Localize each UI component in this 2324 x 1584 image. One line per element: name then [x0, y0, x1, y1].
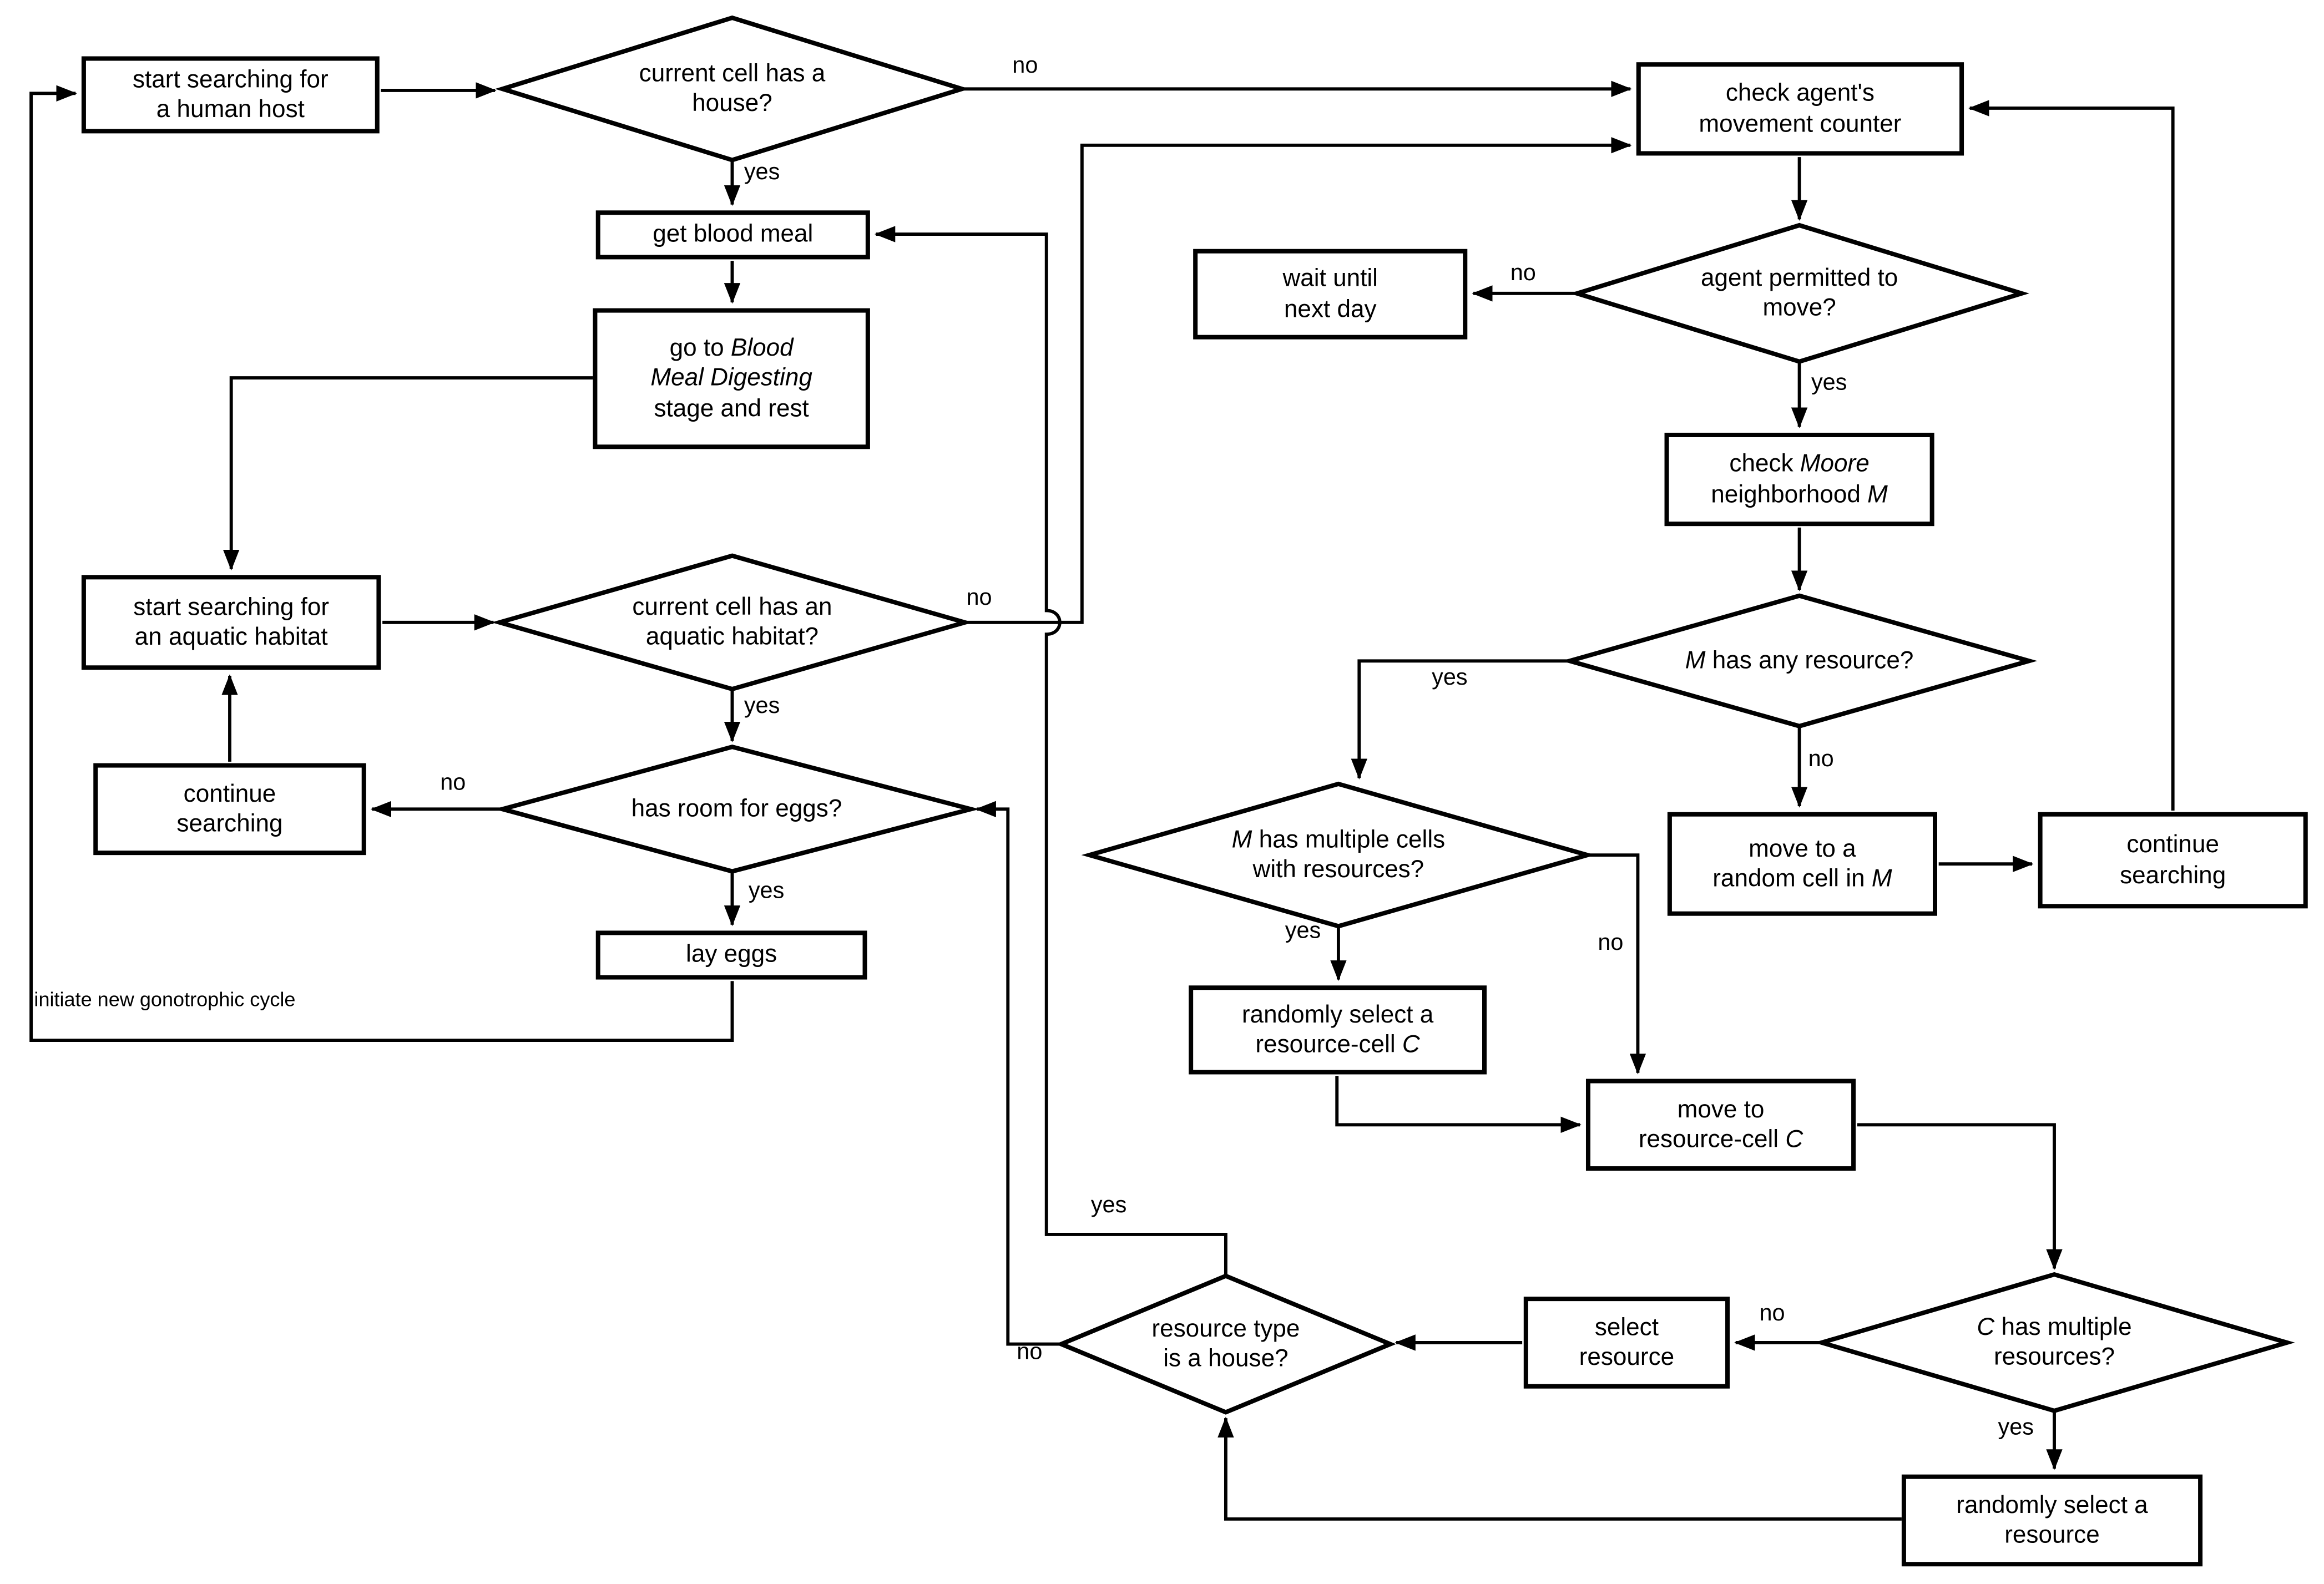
edge-move-c-to-c-multi [1857, 1123, 2063, 1271]
decision-agent-permitted-to-move-shape [1569, 222, 2029, 364]
decision-resource-type-is-house-shape [1055, 1273, 1396, 1415]
process-get-blood-meal: get blood meal [595, 210, 870, 260]
edge-label-initiate-gonotrophic-cycle: initiate new gonotrophic cycle [34, 988, 296, 1011]
edge-label-house-no: no [1012, 53, 1038, 79]
edge-label-m-multi-yes: yes [1285, 919, 1321, 944]
edge-label-m-any-no: no [1808, 747, 1834, 772]
edge-label-house-yes: yes [744, 160, 780, 185]
edge-res-house-yes-to-get-blood [874, 226, 1227, 1276]
edge-label-m-multi-no: no [1598, 930, 1624, 956]
edge-label-permitted-yes: yes [1811, 370, 1847, 396]
decision-c-has-multiple-resources-shape [1813, 1272, 2295, 1413]
edge-m-multi-no-to-move-c [1589, 853, 1646, 1075]
edge-label-m-any-yes: yes [1432, 665, 1468, 691]
edge-label-eggs-yes: yes [748, 878, 785, 904]
edge-label-permitted-no: no [1510, 261, 1536, 286]
edge-label-aquatic-yes: yes [744, 694, 780, 719]
decision-current-cell-has-house-shape [494, 15, 970, 163]
decision-m-has-any-resource-shape [1561, 593, 2038, 728]
process-lay-eggs: lay eggs [595, 930, 867, 980]
edge-rand-cell-c-to-move-c [1335, 1076, 1582, 1133]
edge-res-house-no-to-eggs [975, 801, 1060, 1346]
edge-go-bmd-to-start-aquatic [223, 376, 593, 571]
decision-m-has-any-resource-label: M has any resource? [1685, 647, 1914, 675]
edge-label-c-multi-yes: yes [1998, 1415, 2034, 1441]
edge-lay-eggs-gonotrophic-loop [29, 85, 734, 1042]
edge-continue-right-to-check-counter [1968, 100, 2175, 811]
decision-m-has-multiple-cells-shape [1081, 781, 1596, 929]
edge-rand-res-to-res-house [1217, 1416, 1903, 1521]
edge-label-aquatic-no: no [966, 585, 992, 611]
edge-label-res-house-no: no [1017, 1339, 1043, 1365]
decision-has-room-for-eggs-label: has room for eggs? [631, 796, 842, 823]
edge-label-c-multi-no: no [1759, 1301, 1785, 1327]
edge-m-any-yes-to-m-multi [1351, 659, 1568, 780]
decision-has-room-for-eggs-shape [494, 745, 980, 874]
edge-label-res-house-yes: yes [1090, 1193, 1127, 1218]
edge-label-eggs-no: no [440, 770, 466, 796]
edge-aquatic-no-to-check-counter [966, 137, 1632, 624]
decision-current-cell-has-aquatic-habitat-shape [491, 553, 973, 692]
